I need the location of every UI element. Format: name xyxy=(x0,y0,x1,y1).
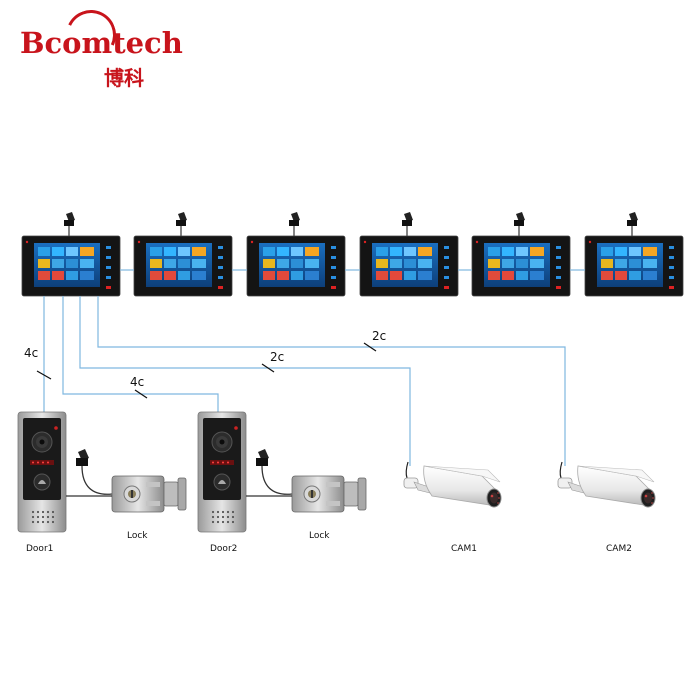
lock-1 xyxy=(75,448,187,513)
monitor-4 xyxy=(359,211,459,297)
wire-label-door1: 4c xyxy=(24,346,39,360)
camera-2 xyxy=(557,461,656,508)
brand-name: Bcomtech xyxy=(20,26,183,60)
wire-cam2 xyxy=(97,296,566,466)
door-station-2 xyxy=(197,411,247,533)
monitor-2 xyxy=(133,211,233,297)
wire-ticks xyxy=(36,342,377,399)
device-label-cam1: CAM1 xyxy=(451,544,477,554)
device-label-lock1: Lock xyxy=(127,531,148,541)
monitor-3 xyxy=(246,211,346,297)
brand-name-chinese: 博科 xyxy=(104,66,144,90)
wire-cam1 xyxy=(79,296,411,466)
monitor-6 xyxy=(584,211,684,297)
door-station-1 xyxy=(17,411,67,533)
wiring xyxy=(43,296,566,466)
device-label-door1: Door1 xyxy=(26,544,54,554)
lock-2 xyxy=(255,448,367,513)
device-label-door2: Door2 xyxy=(210,544,238,554)
device-label-lock2: Lock xyxy=(309,531,330,541)
monitor-5 xyxy=(471,211,571,297)
wire-door2 xyxy=(62,296,219,412)
wire-label-cam1: 2c xyxy=(270,350,285,364)
device-label-cam2: CAM2 xyxy=(606,544,632,554)
camera-1 xyxy=(403,461,502,508)
monitor-row xyxy=(21,211,684,297)
wire-label-door2: 4c xyxy=(130,375,145,389)
monitor-1 xyxy=(21,211,121,297)
wire-label-cam2: 2c xyxy=(372,329,387,343)
